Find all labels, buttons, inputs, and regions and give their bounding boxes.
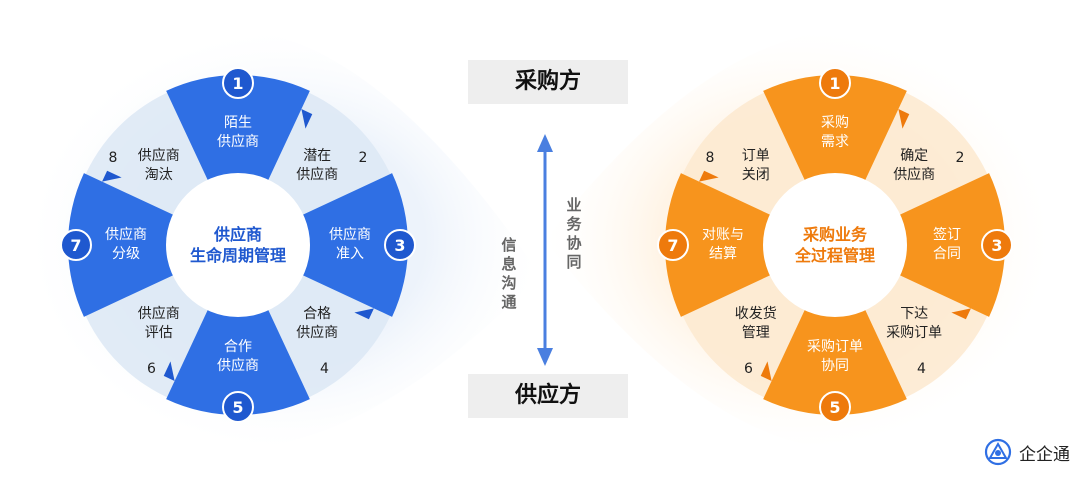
info-communication-label: 信息沟通 (501, 236, 517, 311)
right-step-7-number: 7 (667, 235, 679, 255)
left-step-1-tail (301, 109, 313, 129)
left-cycle (60, 67, 416, 423)
supplier-tag: 供应方 (468, 374, 628, 418)
brand-name: 企企通 (1019, 444, 1070, 465)
left-step-7-label: 供应商 分级 (105, 227, 147, 262)
right-step-7-tail (699, 170, 719, 182)
right-step-2-number: 2 (955, 149, 965, 166)
left-center-title: 供应商 生命周期管理 (189, 225, 286, 265)
right-center-title: 采购业务 全过程管理 (794, 225, 875, 265)
left-step-5-number: 5 (232, 397, 244, 417)
left-step-3-number: 3 (394, 235, 406, 255)
right-step-4-number: 4 (917, 361, 926, 378)
left-step-6-label: 供应商 评估 (137, 306, 180, 342)
left-step-2-label: 潜在 供应商 (296, 147, 339, 183)
left-center-circle (166, 173, 310, 317)
left-step-8-label: 供应商 淘汰 (137, 147, 180, 183)
right-center-circle (763, 173, 907, 317)
arrow-up-head (537, 134, 553, 152)
left-step-5-tail (163, 361, 175, 381)
left-step-5-label: 合作 供应商 (217, 339, 259, 374)
left-step-3-tail (354, 308, 374, 320)
left-step-3-label: 供应商 准入 (329, 227, 371, 262)
right-step-7-label: 对账与 结算 (702, 227, 744, 262)
right-step-6-label: 收发货 管理 (734, 306, 777, 342)
right-step-5-badge (819, 391, 851, 423)
right-step-1-tail (898, 109, 910, 129)
left-step-4-label: 合格 供应商 (296, 306, 339, 342)
right-step-6-number: 6 (744, 361, 753, 378)
left-step-5-badge (222, 391, 254, 423)
right-step-5-number: 5 (829, 397, 841, 417)
right-step-3-segment (898, 173, 1005, 317)
right-step-3-number: 3 (991, 235, 1003, 255)
left-step-2-number: 2 (358, 149, 368, 166)
left-step-3-badge (384, 229, 416, 261)
left-step-7-segment (67, 173, 175, 317)
right-step-4-label: 下达 采购订单 (886, 306, 943, 342)
left-step-4-number: 4 (320, 361, 329, 378)
left-step-8-number: 8 (108, 149, 118, 166)
buyer-tag: 采购方 (468, 60, 628, 104)
left-step-5-segment (166, 308, 310, 416)
left-step-6-number: 6 (147, 361, 156, 378)
left-step-7-number: 7 (70, 235, 82, 255)
right-cycle (657, 67, 1013, 423)
right-step-8-number: 8 (705, 149, 715, 166)
right-step-5-segment (763, 308, 907, 415)
right-step-2-label: 确定 供应商 (893, 147, 936, 183)
business-collaboration-label: 业务协同 (566, 196, 582, 271)
right-step-8-label: 订单 关闭 (741, 147, 770, 183)
right-step-1-label: 采购 需求 (821, 115, 849, 150)
right-step-5-tail (760, 361, 772, 381)
left-step-1-segment (166, 74, 310, 182)
left-step-7-tail (102, 170, 122, 182)
qiqitong-logo-icon (984, 438, 1012, 466)
right-step-7-segment (665, 173, 772, 317)
right-step-7-badge (657, 229, 689, 261)
left-step-1-number: 1 (232, 73, 244, 93)
arrow-down-head (537, 348, 553, 366)
left-step-1-badge (222, 67, 254, 99)
brand-logo: 企企通 (983, 437, 1070, 467)
right-step-3-badge (981, 229, 1013, 261)
left-step-1-label: 陌生 供应商 (217, 115, 259, 150)
left-step-3-segment (301, 173, 408, 317)
right-step-3-label: 签订 合同 (933, 227, 961, 262)
right-step-1-segment (763, 75, 907, 182)
right-step-1-badge (819, 67, 851, 99)
right-step-1-number: 1 (829, 73, 841, 93)
right-step-3-tail (951, 308, 971, 320)
left-step-7-badge (60, 229, 92, 261)
right-step-5-label: 采购订单 协同 (807, 339, 863, 374)
